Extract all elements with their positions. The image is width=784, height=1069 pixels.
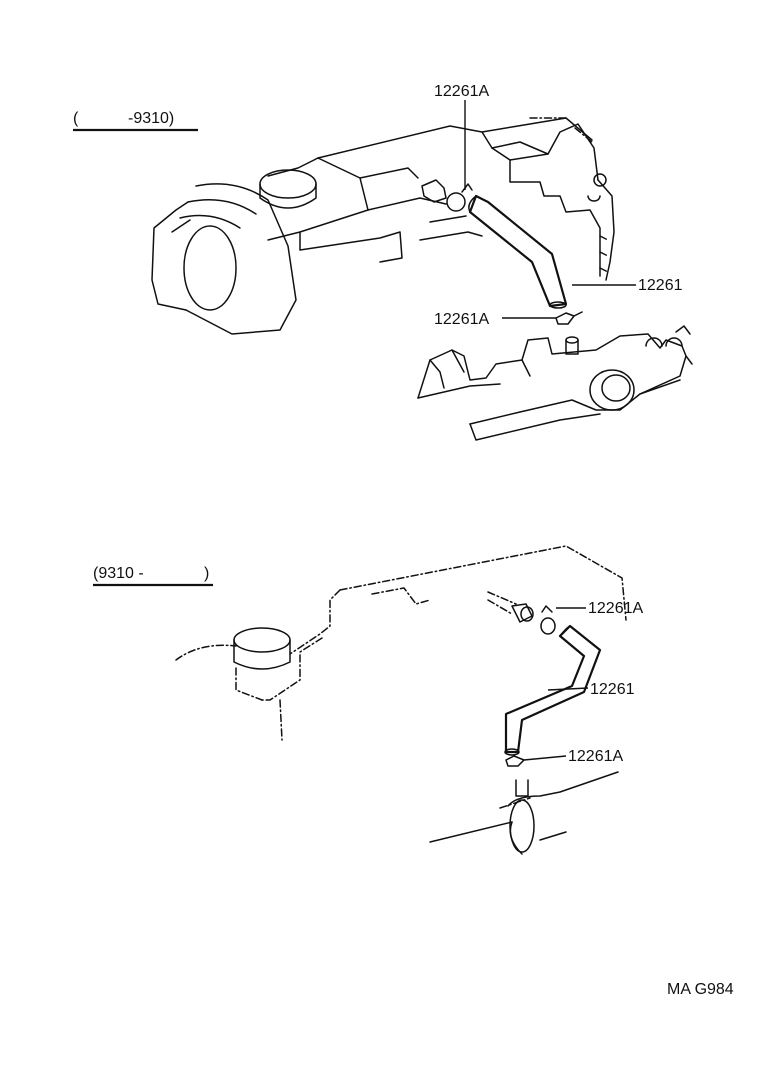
top-range-label: -9310) xyxy=(128,110,174,127)
top-upper-clip xyxy=(421,179,473,212)
bottom-range-label: (9310 - xyxy=(93,565,144,582)
top-lower-clip xyxy=(555,311,583,325)
bottom-leader-hose xyxy=(547,687,589,691)
bottom-ventilation-hose xyxy=(504,624,602,756)
top-callout-hose: 12261 xyxy=(638,277,683,294)
bottom-lower-clip xyxy=(505,755,525,767)
top-intake-manifold xyxy=(417,325,693,441)
bottom-callout-hose: 12261 xyxy=(590,681,635,698)
top-view: ( -9310) xyxy=(73,83,693,441)
top-engine-outline xyxy=(151,117,615,335)
top-ventilation-hose xyxy=(468,194,568,309)
bottom-engine-outline xyxy=(175,545,627,741)
bottom-view: (9310 - ) xyxy=(93,545,643,855)
bottom-range-close: ) xyxy=(204,565,209,582)
bottom-callout-clip-upper: 12261A xyxy=(588,600,643,617)
top-callout-clip-lower: 12261A xyxy=(434,311,489,328)
bottom-leader-clip-lower xyxy=(523,755,567,761)
top-range-open: ( xyxy=(73,110,79,127)
top-callout-clip-upper: 12261A xyxy=(434,83,489,100)
bottom-upper-clip xyxy=(487,591,556,635)
bottom-callout-clip-lower: 12261A xyxy=(568,748,623,765)
figure-code: MA G984 xyxy=(667,981,734,998)
bottom-intake-pipe xyxy=(429,771,619,855)
